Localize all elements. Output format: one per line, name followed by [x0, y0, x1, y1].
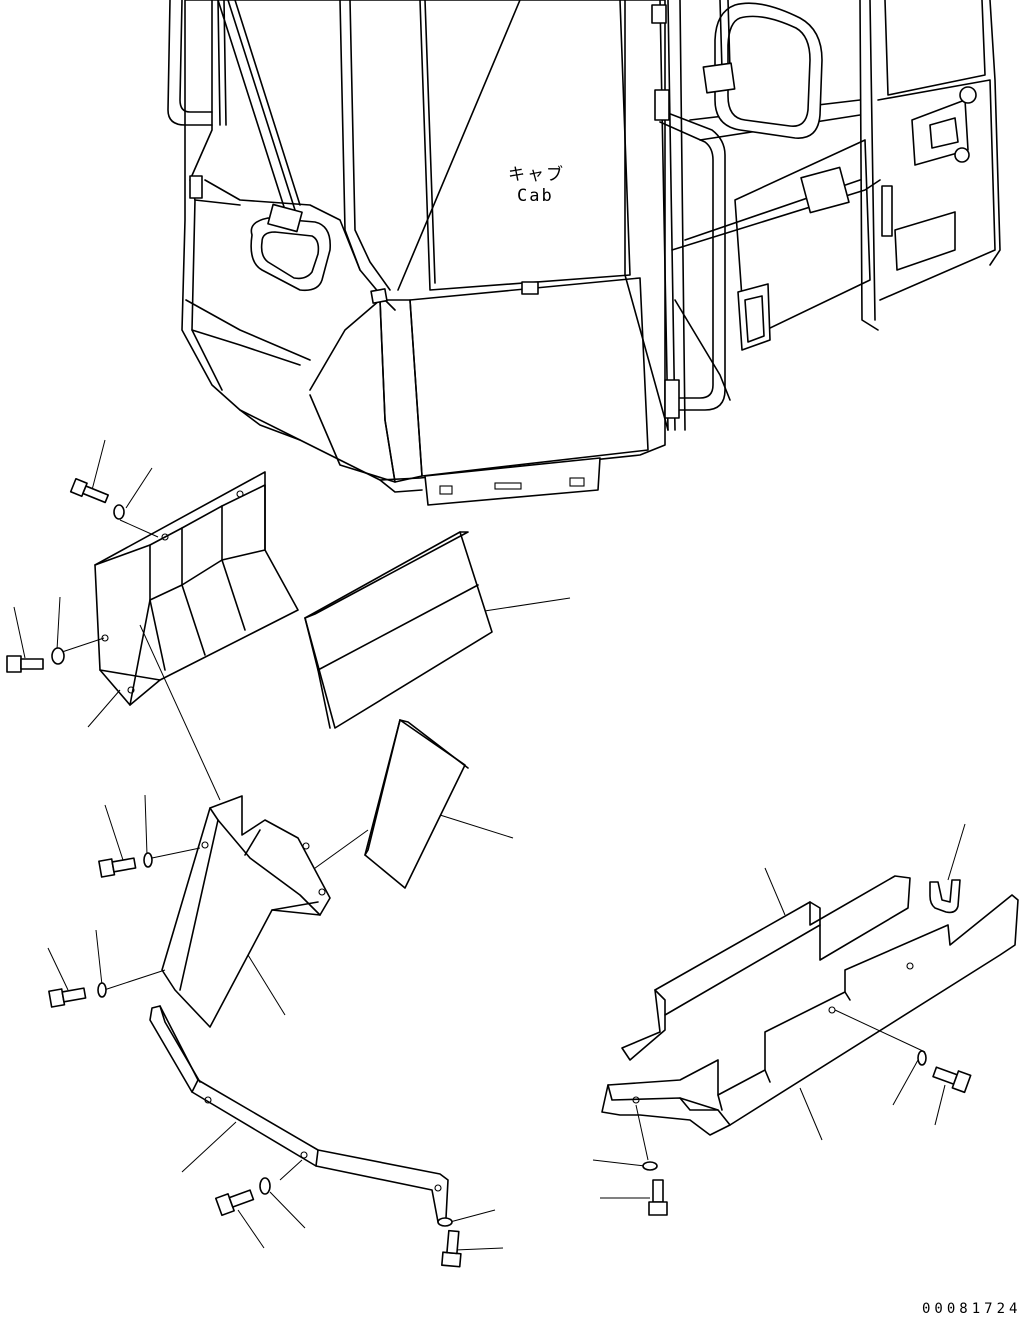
bolt-middle-1: [98, 857, 137, 878]
cab-callout-en: Cab: [517, 186, 554, 206]
bolt-middle-2: [48, 987, 87, 1008]
leader-lines-middle: [47, 794, 201, 991]
cab-callout-jp: キャブ: [508, 165, 565, 185]
bolt-right-1: [932, 1066, 972, 1094]
bolt-upper-1: [69, 477, 109, 504]
washer-lower-1: [259, 1177, 271, 1195]
leader-lines-right: [592, 823, 966, 1199]
washer-middle-2: [97, 982, 107, 998]
washer-lower-2: [437, 1217, 453, 1227]
leader-lines-upper: [13, 439, 571, 1016]
insulation-pad-2: [364, 719, 469, 889]
washer-right-2: [642, 1161, 658, 1171]
bolt-upper-2: [6, 655, 44, 673]
hook-clip: [929, 879, 961, 914]
bolt-lower-1: [214, 1189, 255, 1217]
washer-right-1: [917, 1050, 927, 1066]
washer-upper-2: [51, 647, 65, 665]
top-cover-plate: [621, 875, 911, 1061]
middle-cover-bracket: [139, 624, 331, 1028]
washer-middle-1: [143, 852, 153, 868]
leader-lines-lower-left: [181, 1121, 504, 1251]
drawing-number: 00081724: [922, 1301, 1022, 1317]
bolt-lower-2: [441, 1229, 462, 1268]
cab-body: [167, 0, 1001, 506]
lower-support-bracket: [149, 1005, 449, 1223]
bolt-right-2: [648, 1179, 668, 1216]
insulation-pad-1: [304, 531, 493, 729]
upper-cover-bracket: [94, 471, 299, 706]
washer-upper-1: [113, 504, 125, 520]
bottom-cover-plate: [601, 894, 1019, 1136]
